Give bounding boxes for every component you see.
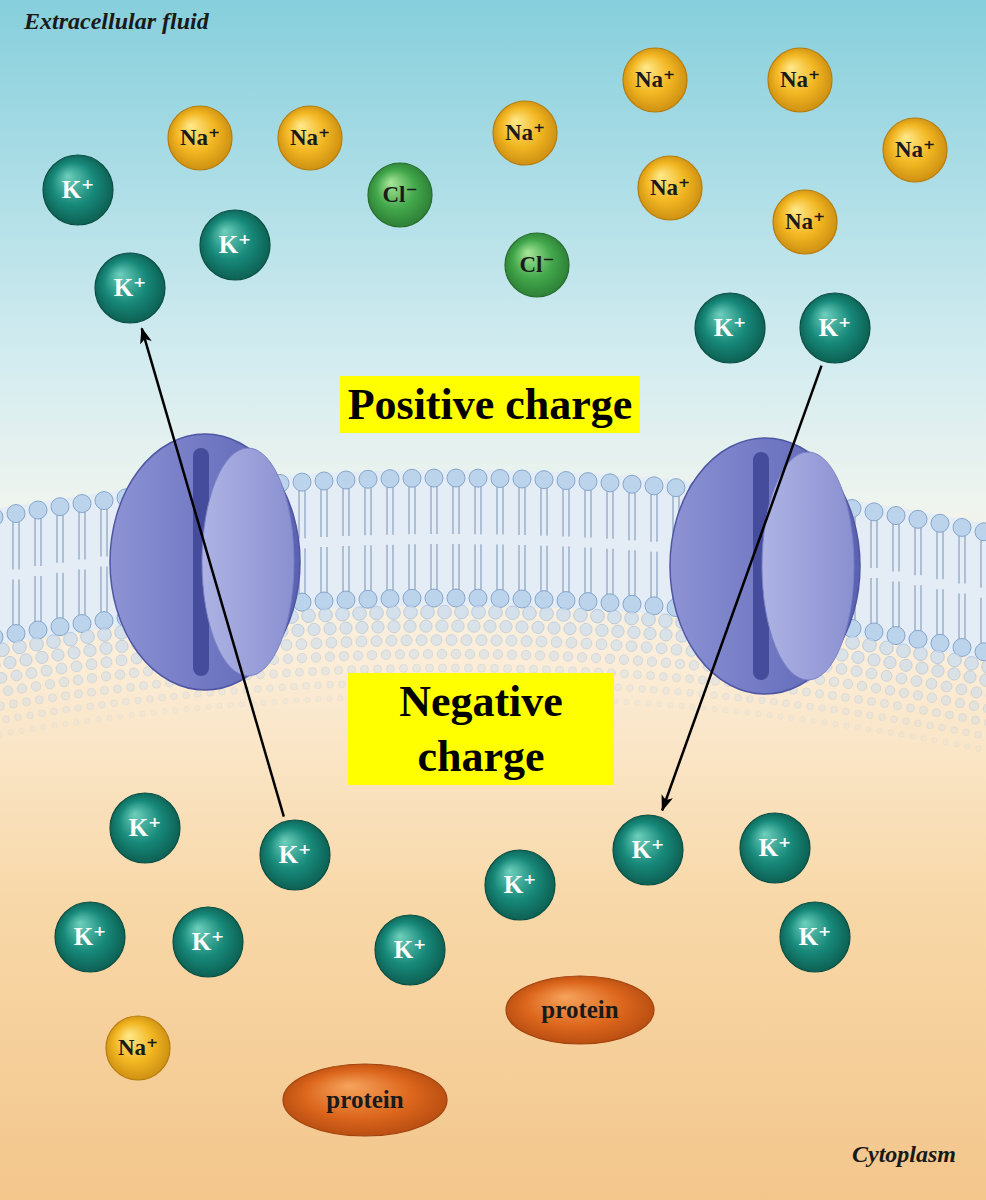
potassium-ion: K⁺ — [172, 906, 244, 978]
ion-channels — [110, 434, 860, 694]
chloride-ion: Cl⁻ — [367, 162, 433, 228]
potassium-ion: K⁺ — [42, 154, 114, 226]
potassium-ion: K⁺ — [199, 209, 271, 281]
potassium-ion: K⁺ — [259, 819, 331, 891]
potassium-ion: K⁺ — [739, 812, 811, 884]
ion-symbol: Cl⁻ — [382, 182, 417, 207]
ion-symbol: K⁺ — [504, 871, 537, 899]
ion-symbol: K⁺ — [219, 231, 252, 259]
ion-symbol: Na⁺ — [635, 67, 675, 92]
potassium-ion: K⁺ — [54, 901, 126, 973]
ion-symbol: K⁺ — [799, 923, 832, 951]
ion-symbol: K⁺ — [632, 836, 665, 864]
ion-symbol: K⁺ — [74, 923, 107, 951]
sodium-ion: Na⁺ — [277, 105, 343, 171]
potassium-ion: K⁺ — [484, 849, 556, 921]
channel-protein — [110, 434, 300, 690]
ion-symbol: Na⁺ — [895, 137, 935, 162]
ion-symbol: K⁺ — [192, 928, 225, 956]
protein-molecule: protein — [282, 1063, 448, 1137]
sodium-ion: Na⁺ — [105, 1015, 171, 1081]
ion-symbol: Na⁺ — [785, 209, 825, 234]
potassium-ion: K⁺ — [694, 292, 766, 364]
protein-label: protein — [541, 996, 618, 1024]
sodium-ion: Na⁺ — [492, 100, 558, 166]
ion-symbol: K⁺ — [819, 314, 852, 342]
charge-label: Positive charge — [348, 377, 633, 432]
ion-flow-arrow — [142, 328, 284, 816]
sodium-ion: Na⁺ — [882, 117, 948, 183]
ion-symbol: Na⁺ — [118, 1035, 158, 1060]
ion-flow-arrow — [662, 366, 821, 811]
charge-label: Negative charge — [356, 674, 606, 784]
region-label: Extracellular fluid — [24, 8, 209, 35]
ion-symbol: Na⁺ — [290, 125, 330, 150]
ion-symbol: Na⁺ — [505, 120, 545, 145]
potassium-ion: K⁺ — [109, 792, 181, 864]
ion-symbol: K⁺ — [714, 314, 747, 342]
ion-symbol: Na⁺ — [780, 67, 820, 92]
sodium-ion: Na⁺ — [767, 47, 833, 113]
ion-symbol: K⁺ — [62, 176, 95, 204]
potassium-ion: K⁺ — [94, 252, 166, 324]
chloride-ion: Cl⁻ — [504, 232, 570, 298]
ion-symbol: K⁺ — [129, 814, 162, 842]
potassium-ion: K⁺ — [779, 901, 851, 973]
channel-protein — [670, 438, 860, 694]
charge-highlight: Positive charge — [340, 376, 641, 433]
potassium-ion: K⁺ — [799, 292, 871, 364]
ion-symbol: Cl⁻ — [519, 252, 554, 277]
charge-highlight: Negative charge — [348, 673, 614, 785]
sodium-ion: Na⁺ — [772, 189, 838, 255]
ion-symbol: Na⁺ — [180, 125, 220, 150]
ion-symbol: K⁺ — [114, 274, 147, 302]
ion-symbol: K⁺ — [759, 834, 792, 862]
protein-label: protein — [326, 1086, 403, 1114]
potassium-ion: K⁺ — [374, 914, 446, 986]
potassium-ion: K⁺ — [612, 814, 684, 886]
sodium-ion: Na⁺ — [167, 105, 233, 171]
region-label: Cytoplasm — [852, 1141, 956, 1168]
sodium-ion: Na⁺ — [622, 47, 688, 113]
ion-symbol: Na⁺ — [650, 175, 690, 200]
protein-molecule: protein — [505, 975, 655, 1045]
sodium-ion: Na⁺ — [637, 155, 703, 221]
ion-symbol: K⁺ — [279, 841, 312, 869]
ion-symbol: K⁺ — [394, 936, 427, 964]
